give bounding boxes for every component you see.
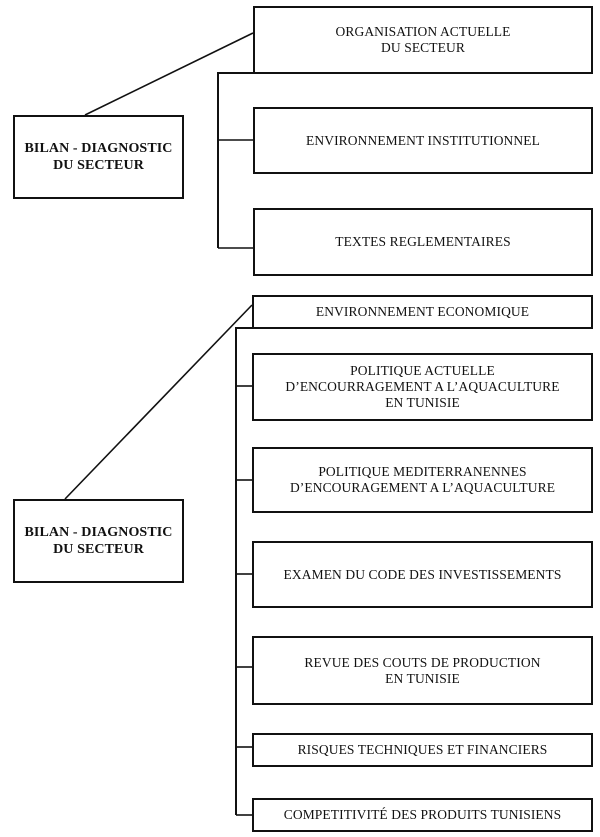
node-organisation-actuelle: ORGANISATION ACTUELLE DU SECTEUR xyxy=(253,6,593,74)
node-risques-techniques: RISQUES TECHNIQUES ET FINANCIERS xyxy=(252,733,593,767)
node-label: TEXTES REGLEMENTAIRES xyxy=(335,234,511,249)
node-politique-mediterraneennes: POLITIQUE MEDITERRANENNES D’ENCOURAGEMEN… xyxy=(252,447,593,513)
root-box-bilan-diagnostic-1: BILAN - DIAGNOSTIC DU SECTEUR xyxy=(13,115,184,199)
root-label: BILAN - DIAGNOSTIC DU SECTEUR xyxy=(24,141,173,173)
node-label: COMPETITIVITÉ DES PRODUITS TUNISIENS xyxy=(283,807,562,822)
root-box-bilan-diagnostic-2: BILAN - DIAGNOSTIC DU SECTEUR xyxy=(13,499,184,583)
node-revue-couts-production: REVUE DES COUTS DE PRODUCTION EN TUNISIE xyxy=(252,636,593,705)
node-label: ORGANISATION ACTUELLE DU SECTEUR xyxy=(335,24,511,55)
node-politique-actuelle: POLITIQUE ACTUELLE D’ENCOURRAGEMENT A L’… xyxy=(252,353,593,421)
node-label: POLITIQUE MEDITERRANENNES D’ENCOURAGEMEN… xyxy=(289,464,556,495)
node-label: RISQUES TECHNIQUES ET FINANCIERS xyxy=(297,742,548,757)
root-to-head-connector-2 xyxy=(64,304,253,500)
node-label: REVUE DES COUTS DE PRODUCTION EN TUNISIE xyxy=(304,654,541,686)
node-label: ENVIRONNEMENT INSTITUTIONNEL xyxy=(306,132,540,148)
node-textes-reglementaires: TEXTES REGLEMENTAIRES xyxy=(253,208,593,276)
node-label: EXAMEN DU CODE DES INVESTISSEMENTS xyxy=(283,566,562,582)
node-label: ENVIRONNEMENT ECONOMIQUE xyxy=(315,304,530,319)
node-examen-code-investissements: EXAMEN DU CODE DES INVESTISSEMENTS xyxy=(252,541,593,608)
node-environnement-institutionnel: ENVIRONNEMENT INSTITUTIONNEL xyxy=(253,107,593,174)
node-label: POLITIQUE ACTUELLE D’ENCOURRAGEMENT A L’… xyxy=(285,363,560,410)
root-to-head-connector-1 xyxy=(84,32,254,116)
node-competitivite-produits: COMPETITIVITÉ DES PRODUITS TUNISIENS xyxy=(252,798,593,832)
node-environnement-economique: ENVIRONNEMENT ECONOMIQUE xyxy=(252,295,593,329)
root-label: BILAN - DIAGNOSTIC DU SECTEUR xyxy=(24,525,173,557)
